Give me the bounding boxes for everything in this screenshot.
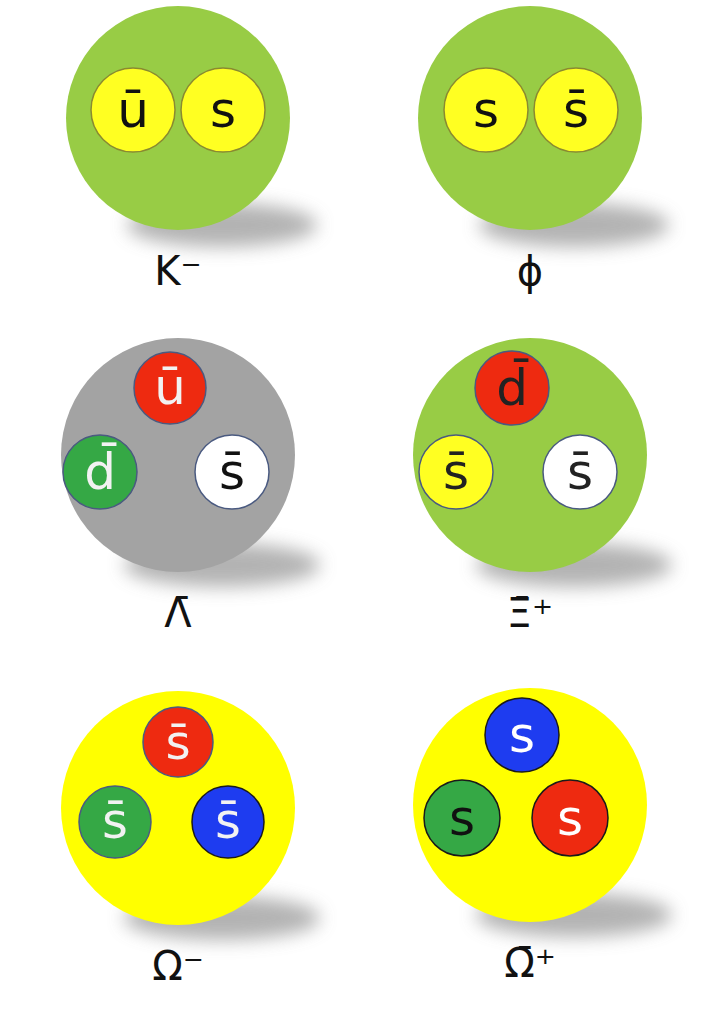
- quark-circle: s: [443, 67, 529, 153]
- circle-fill: [61, 338, 295, 572]
- quark-circle: s̄: [542, 434, 618, 510]
- particle-circle: Ω⁻s̄s̄s̄: [60, 690, 296, 926]
- quark-circle: s̄: [191, 785, 265, 859]
- circle-fill: [534, 68, 618, 152]
- circle-fill: [543, 435, 617, 509]
- circle-fill: [79, 786, 151, 858]
- quark-circle: d̄: [474, 350, 550, 426]
- quark-symbol: ū: [133, 351, 207, 425]
- quark-circle: ū: [90, 67, 176, 153]
- circle-fill: [91, 68, 175, 152]
- particle-name: Ω⁻: [0, 944, 356, 988]
- quark-symbol: s̄: [191, 785, 265, 859]
- particle-circle: Ω̄⁺sss: [412, 687, 648, 923]
- quark-symbol: s: [443, 67, 529, 153]
- quark-circle: s̄: [533, 67, 619, 153]
- circle-fill: [419, 435, 493, 509]
- circle-fill: [413, 338, 647, 572]
- particle-circle: Λ̄ūd̄s̄: [60, 337, 296, 573]
- quark-circle: s: [423, 779, 501, 857]
- circle-fill: [143, 707, 213, 777]
- quark-symbol: s: [180, 67, 266, 153]
- particle-circle: K⁻ūs: [65, 5, 291, 231]
- circle-fill: [532, 780, 608, 856]
- circle-fill: [418, 6, 642, 230]
- particle-name: Ω̄⁺: [352, 941, 708, 985]
- circle-fill: [424, 780, 500, 856]
- quark-circle: s̄: [418, 434, 494, 510]
- circle-fill: [181, 68, 265, 152]
- quark-symbol: s: [423, 779, 501, 857]
- particle-name: Λ̄: [0, 591, 356, 635]
- quark-symbol: s̄: [418, 434, 494, 510]
- particle-circle: Ξ̄⁺d̄s̄s̄: [412, 337, 648, 573]
- quark-symbol: s̄: [78, 785, 152, 859]
- quark-symbol: s̄: [542, 434, 618, 510]
- quark-circle: ū: [133, 351, 207, 425]
- circle-fill: [444, 68, 528, 152]
- circle-fill: [63, 435, 137, 509]
- quark-symbol: s̄: [194, 434, 270, 510]
- particle-circle: ϕss̄: [417, 5, 643, 231]
- circle-fill: [195, 435, 269, 509]
- quark-symbol: s: [531, 779, 609, 857]
- quark-symbol: s̄: [142, 706, 214, 778]
- quark-symbol: ū: [90, 67, 176, 153]
- quark-symbol: s̄: [533, 67, 619, 153]
- quark-symbol: d̄: [62, 434, 138, 510]
- circle-fill: [134, 352, 206, 424]
- circle-fill: [66, 6, 290, 230]
- quark-symbol: d̄: [474, 350, 550, 426]
- quark-circle: d̄: [62, 434, 138, 510]
- circle-fill: [485, 698, 559, 772]
- quark-circle: s̄: [194, 434, 270, 510]
- particle-name: ϕ: [357, 249, 703, 293]
- circle-fill: [475, 351, 549, 425]
- quark-circle: s: [180, 67, 266, 153]
- particle-name: K⁻: [5, 249, 351, 293]
- circle-fill: [192, 786, 264, 858]
- particle-name: Ξ̄⁺: [352, 591, 708, 635]
- circle-fill: [61, 691, 295, 925]
- circle-fill: [413, 688, 647, 922]
- quark-circle: s: [484, 697, 560, 773]
- quark-circle: s: [531, 779, 609, 857]
- quark-circle: s̄: [78, 785, 152, 859]
- quark-circle: s̄: [142, 706, 214, 778]
- quark-symbol: s: [484, 697, 560, 773]
